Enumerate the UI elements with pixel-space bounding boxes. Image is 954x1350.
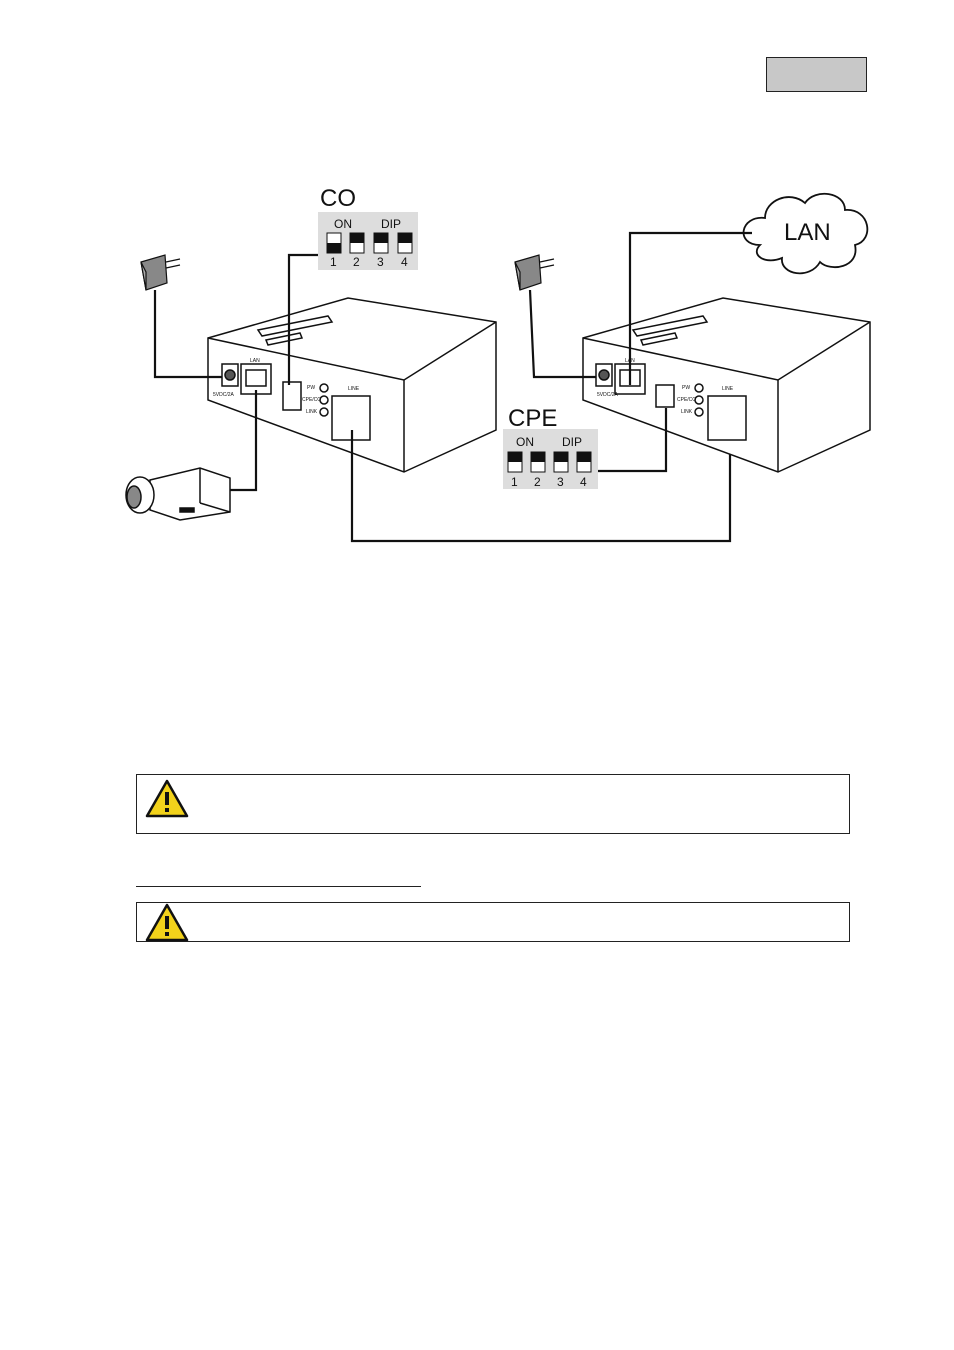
- co-dip-switch-1: [326, 232, 342, 254]
- cpe-link-label: LINK: [681, 409, 693, 415]
- cpe-power-adapter-icon: [514, 254, 555, 291]
- cpe-dip-num-1: 1: [511, 475, 518, 489]
- co-power-adapter-icon: [140, 254, 181, 291]
- co-dip-num-4: 4: [401, 255, 408, 269]
- co-link-label: LINK: [306, 409, 318, 415]
- cpe-cpeco-label: CPE/CO: [677, 397, 696, 403]
- cpe-dip-num-4: 4: [580, 475, 587, 489]
- co-dip-num-1: 1: [330, 255, 337, 269]
- cpe-dip-title: DIP: [562, 435, 582, 449]
- cpe-dip-num-2: 2: [534, 475, 541, 489]
- co-cpeco-label: CPE/CO: [302, 397, 321, 403]
- cpe-dip-switch-2: [530, 451, 546, 473]
- section-heading-underline: [136, 886, 421, 887]
- warning-box-2: [136, 902, 850, 942]
- connection-diagram: CO ON DIP 1 2 3 4: [125, 185, 871, 543]
- cpe-line-port-label: LINE: [722, 386, 734, 392]
- co-dip-num-2: 2: [353, 255, 360, 269]
- cpe-dip-switch-4: [576, 451, 592, 473]
- cpe-device: [582, 297, 871, 473]
- co-pw-label: PW: [307, 385, 315, 391]
- cloud-lan-label: LAN: [784, 219, 831, 246]
- warning-icon: [145, 779, 189, 818]
- co-dip-panel: CO ON DIP 1 2 3 4: [318, 185, 418, 270]
- cpe-dip-on-label: ON: [516, 435, 534, 449]
- co-power-port-label: 5VDC/2A: [213, 392, 235, 398]
- warning-box-1: [136, 774, 850, 834]
- cpe-power-port-label: 5VDC/2A: [597, 392, 619, 398]
- co-dip-num-3: 3: [377, 255, 384, 269]
- co-dip-title: DIP: [381, 217, 401, 231]
- co-lan-port-label: LAN: [250, 358, 260, 364]
- co-dip-switch-4: [397, 232, 413, 254]
- co-device: [207, 297, 497, 473]
- co-dip-switch-3: [373, 232, 389, 254]
- co-dip-on-label: ON: [334, 217, 352, 231]
- co-dip-switch-2: [349, 232, 365, 254]
- co-label: CO: [320, 185, 356, 212]
- language-tab: [766, 57, 867, 92]
- cpe-dip-switch-3: [553, 451, 569, 473]
- cpe-dip-switch-1: [507, 451, 523, 473]
- cpe-dip-num-3: 3: [557, 475, 564, 489]
- camera-icon: [125, 467, 231, 521]
- cpe-pw-label: PW: [682, 385, 690, 391]
- cloud-icon: LAN: [742, 192, 869, 275]
- cpe-dip-panel: CPE ON DIP 1 2 3 4: [503, 405, 598, 489]
- cpe-label: CPE: [508, 405, 557, 432]
- warning-icon: [145, 903, 189, 942]
- co-line-port-label: LINE: [348, 386, 360, 392]
